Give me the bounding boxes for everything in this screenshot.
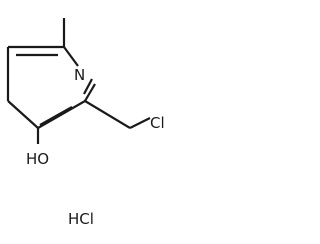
ring-bond-n1-c2-inner [83, 78, 93, 95]
ring-bond-c2-c3 [37, 100, 86, 129]
pyridine-ring [6, 45, 96, 129]
ring-bond-n1-c2 [84, 83, 96, 102]
ring-bond-c6-n1 [63, 46, 79, 67]
nitrogen-label: N [74, 66, 85, 84]
chloromethyl-bond [84, 100, 131, 129]
hydrochloride-label: HCl [68, 210, 94, 228]
c-cl-bond [129, 117, 151, 129]
ring-bond-c2-c3-inner [39, 106, 73, 126]
chlorine-label: Cl [150, 114, 165, 132]
hydroxyl-label: HO [26, 150, 49, 168]
chemical-structure-diagram: N Cl HO HCl [6, 18, 165, 228]
ring-bond-c3-c4 [7, 100, 39, 129]
